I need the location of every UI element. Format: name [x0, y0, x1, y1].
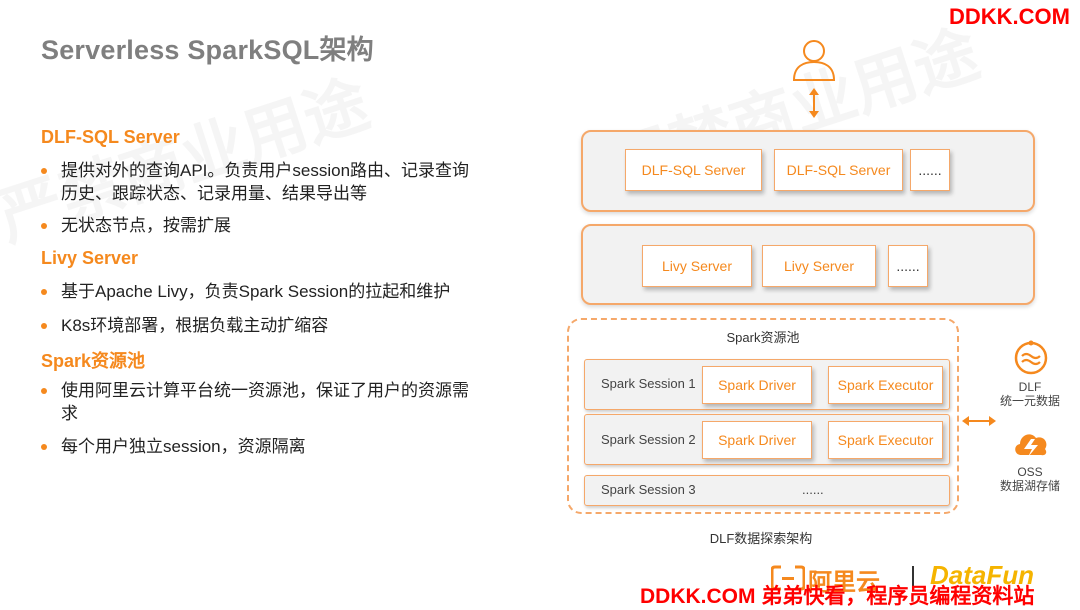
spark-session-1-label: Spark Session 1: [601, 376, 696, 391]
section-heading-dlf-sql: DLF-SQL Server: [41, 127, 180, 147]
sql-server-node-1: DLF-SQL Server: [625, 149, 762, 191]
spark-resource-pool: [567, 318, 959, 514]
bullet-livy-2: K8s环境部署，根据负载主动扩缩容: [41, 314, 481, 337]
bullet-dlf-1: 提供对外的查询API。负责用户session路由、记录查询历史、跟踪状态、记录用…: [41, 159, 481, 205]
watermark-top: DDKK.COM: [949, 4, 1070, 29]
user-icon: [790, 36, 838, 84]
spark-executor-1: Spark Executor: [828, 366, 943, 404]
dlf-desc: 统一元数据: [999, 394, 1060, 408]
dlf-icon: [1013, 340, 1049, 376]
livy-server-node-2: Livy Server: [762, 245, 876, 287]
spark-executor-2: Spark Executor: [828, 421, 943, 459]
spark-driver-1: Spark Driver: [702, 366, 812, 404]
dlf-name: DLF: [1018, 380, 1042, 394]
double-arrow-icon: [962, 414, 996, 428]
aliyun-logo-icon: [770, 565, 806, 591]
sql-server-more: ......: [910, 149, 950, 191]
dlf-label: DLF 统一元数据: [990, 380, 1070, 408]
spark-pool-title: Spark资源池: [726, 330, 800, 345]
spark-driver-2: Spark Driver: [702, 421, 812, 459]
spark-session-3-label: Spark Session 3: [601, 482, 696, 497]
datafun-logo: DataFun: [930, 560, 1034, 590]
livy-server-more: ......: [888, 245, 928, 287]
sql-server-node-2: DLF-SQL Server: [774, 149, 903, 191]
page-title: Serverless SparkSQL架构: [41, 35, 374, 65]
oss-icon: [1011, 425, 1051, 461]
spark-session-3: [584, 475, 950, 506]
watermark-bottom: DDKK.COM 弟弟快看，程序员编程资料站: [640, 585, 1035, 608]
double-arrow-icon: [806, 87, 822, 119]
diagram-caption: DLF数据探索架构: [709, 531, 813, 546]
livy-server-node-1: Livy Server: [642, 245, 752, 287]
section-heading-spark-pool: Spark资源池: [41, 351, 146, 371]
section-heading-livy: Livy Server: [41, 248, 139, 268]
aliyun-logo-text: 阿里云: [808, 569, 880, 596]
oss-label: OSS 数据湖存储: [990, 465, 1070, 493]
oss-desc: 数据湖存储: [999, 479, 1060, 493]
spark-session-3-more: ......: [802, 482, 824, 497]
oss-name: OSS: [1017, 465, 1043, 479]
spark-session-2-label: Spark Session 2: [601, 432, 696, 447]
bullet-pool-1: 使用阿里云计算平台统一资源池，保证了用户的资源需求: [41, 379, 481, 425]
bullet-pool-2: 每个用户独立session，资源隔离: [41, 435, 481, 458]
bullet-dlf-2: 无状态节点，按需扩展: [41, 214, 481, 237]
bullet-livy-1: 基于Apache Livy，负责Spark Session的拉起和维护: [41, 280, 481, 303]
logo-divider: [912, 566, 914, 590]
